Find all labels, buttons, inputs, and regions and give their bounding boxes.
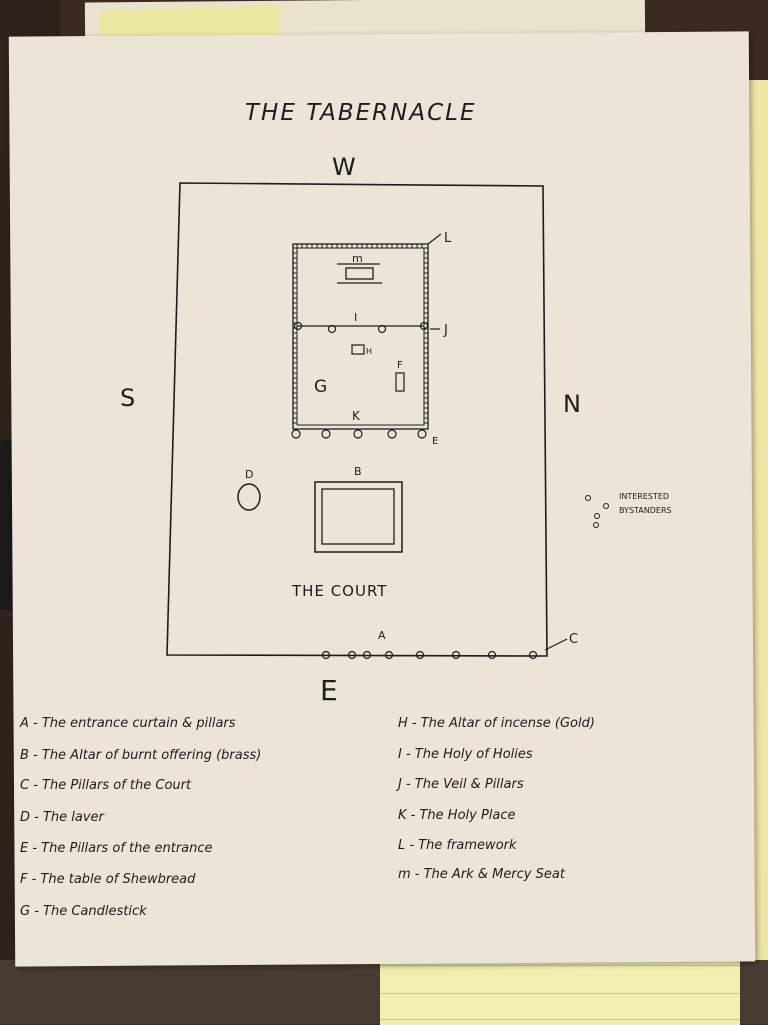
legend-item-B: B - The Altar of burnt offering (brass) [20, 748, 262, 763]
label-A: A [378, 629, 386, 642]
label-J: J [443, 323, 448, 338]
tabernacle-framework [292, 243, 429, 430]
veil-pillars [293, 321, 429, 334]
east-label: E [320, 674, 338, 707]
ark-box [345, 267, 374, 280]
page-title: THE TABERNACLE [245, 100, 477, 126]
north-label: N [563, 390, 581, 418]
laver [237, 483, 261, 511]
altar-of-burnt-offering [314, 481, 403, 553]
court-outline [166, 182, 548, 657]
framework-pointer [427, 233, 442, 245]
legend-item-F: F - The table of Shewbread [20, 872, 196, 887]
label-D: D [245, 468, 253, 481]
label-L: L [444, 231, 452, 246]
court-label: THE COURT [291, 582, 387, 600]
legend-item-m: m - The Ark & Mercy Seat [398, 867, 565, 882]
label-m: m [352, 252, 363, 265]
altar-inner [321, 488, 395, 545]
legend-item-I: I - The Holy of Holies [398, 747, 533, 762]
legend-item-J: J - The Veil & Pillars [398, 777, 524, 792]
label-H: H [366, 347, 372, 356]
legend-item-K: K - The Holy Place [398, 808, 516, 823]
bystanders [585, 495, 609, 528]
legend-item-H: H - The Altar of incense (Gold) [398, 716, 595, 731]
court-pillar-pointer [544, 638, 568, 651]
framework-inner [296, 247, 425, 426]
altar-of-incense [351, 344, 365, 355]
legend-item-A: A - The entrance curtain & pillars [20, 716, 236, 731]
framework-hatching [293, 244, 428, 424]
label-C: C [569, 632, 578, 647]
label-E: E [432, 436, 438, 447]
label-K: K [352, 409, 361, 423]
label-B: B [354, 465, 362, 478]
entrance-pillars [291, 429, 427, 439]
west-label: W [332, 153, 356, 181]
bystanders-label-2: BYSTANDERS [619, 506, 672, 515]
legend-item-D: D - The laver [20, 810, 104, 825]
south-label: S [120, 384, 135, 412]
table-of-shewbread [395, 372, 405, 392]
legend-item-L: L - The framework [398, 838, 517, 853]
bystanders-label-1: INTERESTED [619, 492, 669, 501]
court-pillars [321, 650, 538, 660]
legend-item-E: E - The Pillars of the entrance [20, 841, 213, 856]
legend-item-C: C - The Pillars of the Court [20, 778, 192, 793]
label-F: F [397, 360, 403, 371]
label-I: I [354, 311, 357, 324]
legend-item-G: G - The Candlestick [20, 904, 147, 919]
label-G: G [314, 377, 327, 397]
